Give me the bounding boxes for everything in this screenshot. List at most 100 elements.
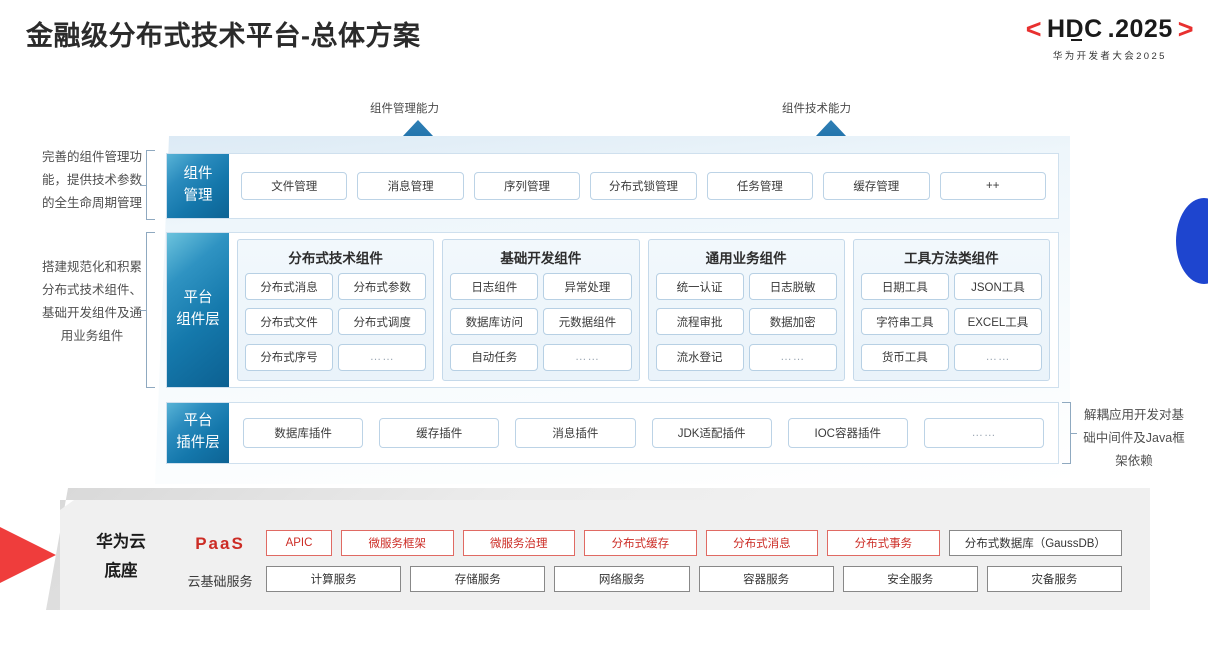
- layer-tag-platform-component: 平台 组件层: [167, 233, 229, 387]
- layer-body-platform-plugin: 数据库插件 缓存插件 消息插件 JDK适配插件 IOC容器插件 ……: [229, 403, 1058, 463]
- cloud-services-row: 计算服务 存储服务 网络服务 容器服务 安全服务 灾备服务: [266, 566, 1123, 592]
- chip-database-plugin[interactable]: 数据库插件: [243, 418, 364, 448]
- group-basic-development: 基础开发组件 日志组件 异常处理 数据库访问 元数据组件 自动任务 ……: [442, 239, 640, 381]
- chip-metadata-component[interactable]: 元数据组件: [543, 308, 632, 336]
- bchip-distributed-cache[interactable]: 分布式缓存: [584, 530, 697, 556]
- base-title-line-1: 华为云: [96, 533, 146, 551]
- chip-more[interactable]: ……: [338, 343, 427, 371]
- layer-body-platform-component: 分布式技术组件 分布式消息 分布式参数 分布式文件 分布式调度 分布式序号 ………: [229, 233, 1058, 387]
- layer-platform-plugin: 平台 插件层 数据库插件 缓存插件 消息插件 JDK适配插件 IOC容器插件 ……: [166, 402, 1059, 464]
- chip-cache-plugin[interactable]: 缓存插件: [379, 418, 500, 448]
- chip-message-plugin[interactable]: 消息插件: [515, 418, 636, 448]
- hdc-bracket-left-icon: <: [1025, 14, 1042, 44]
- chip-more[interactable]: ……: [748, 343, 837, 371]
- arrow-label-component-technology: 组件技术能力: [782, 103, 851, 115]
- hdc-logo-year: .2025: [1107, 15, 1173, 43]
- hdc-logo-main: < HDC .2025 >: [1026, 16, 1194, 43]
- bchip-security-service[interactable]: 安全服务: [842, 566, 978, 592]
- cloud-row-label: 云基础服务: [187, 574, 253, 589]
- blue-circle-decoration-icon: [1176, 198, 1208, 284]
- layer-tag-line-1: 平台: [183, 413, 213, 430]
- chip-string-tool[interactable]: 字符串工具: [860, 308, 949, 336]
- layer-platform-component: 平台 组件层 分布式技术组件 分布式消息 分布式参数 分布式文件 分布式调度 分…: [166, 232, 1059, 388]
- chip-more[interactable]: ……: [543, 343, 632, 371]
- chip-process-approval[interactable]: 流程审批: [655, 308, 744, 336]
- chip-distributed-sequence[interactable]: 分布式序号: [245, 343, 334, 371]
- bracket-plugin-layer: [1062, 402, 1077, 464]
- bchip-storage-service[interactable]: 存储服务: [410, 566, 546, 592]
- chip-distributed-lock-management[interactable]: 分布式锁管理: [590, 172, 697, 200]
- hdc-logo-word: HDC: [1046, 15, 1103, 43]
- bchip-apic[interactable]: APIC: [266, 530, 332, 556]
- group-tool-method: 工具方法类组件 日期工具 JSON工具 字符串工具 EXCEL工具 货币工具 ……: [852, 239, 1050, 381]
- chip-message-management[interactable]: 消息管理: [357, 172, 464, 200]
- layer-component-management: 组件 管理 文件管理 消息管理 序列管理 分布式锁管理 任务管理 缓存管理 ++: [166, 153, 1059, 219]
- chip-cache-management[interactable]: 缓存管理: [823, 172, 930, 200]
- group-grid-tool-method: 日期工具 JSON工具 字符串工具 EXCEL工具 货币工具 ……: [860, 273, 1042, 374]
- chip-task-management[interactable]: 任务管理: [706, 172, 814, 200]
- group-distributed-tech: 分布式技术组件 分布式消息 分布式参数 分布式文件 分布式调度 分布式序号 ……: [237, 239, 435, 381]
- side-description-plugin-layer: 解耦应用开发对基础中间件及Java框架依赖: [1083, 408, 1185, 469]
- group-grid-distributed-tech: 分布式消息 分布式参数 分布式文件 分布式调度 分布式序号 ……: [245, 273, 427, 374]
- chip-more[interactable]: ……: [953, 343, 1042, 371]
- layer-tag-component-management: 组件 管理: [167, 154, 229, 218]
- bchip-container-service[interactable]: 容器服务: [698, 566, 834, 592]
- chip-database-access[interactable]: 数据库访问: [450, 308, 539, 336]
- layer-tag-line-2: 插件层: [176, 435, 220, 451]
- red-wedge-decoration-icon: [0, 508, 56, 602]
- chip-excel-tool[interactable]: EXCEL工具: [953, 308, 1042, 336]
- chip-ioc-container-plugin[interactable]: IOC容器插件: [787, 418, 908, 448]
- bchip-distributed-transaction[interactable]: 分布式事务: [827, 530, 940, 556]
- bchip-distributed-database-gaussdb[interactable]: 分布式数据库（GaussDB）: [948, 530, 1122, 556]
- chip-distributed-parameter[interactable]: 分布式参数: [338, 273, 427, 300]
- chip-sequence-management[interactable]: 序列管理: [473, 172, 581, 200]
- hdc-logo-subtitle: 华为开发者大会2025: [1052, 51, 1167, 62]
- side-description-platform-layer: 搭建规范化和积累分布式技术组件、基础开发组件及通用业务组件: [41, 260, 142, 344]
- chip-distributed-file[interactable]: 分布式文件: [245, 308, 334, 336]
- hdc-bracket-right-icon: >: [1177, 14, 1194, 44]
- chip-distributed-schedule[interactable]: 分布式调度: [338, 308, 427, 336]
- chip-jdk-adapter-plugin[interactable]: JDK适配插件: [651, 418, 772, 448]
- side-description-component-management: 完善的组件管理功能，提供技术参数的全生命周期管理: [41, 150, 142, 211]
- base-title-line-2: 底座: [104, 561, 138, 580]
- layer-tag-platform-plugin: 平台 插件层: [167, 403, 229, 463]
- layer-tag-line-2: 组件层: [176, 312, 220, 328]
- arrow-label-component-management: 组件管理能力: [370, 103, 439, 115]
- layer-body-component-management: 文件管理 消息管理 序列管理 分布式锁管理 任务管理 缓存管理 ++: [229, 154, 1058, 218]
- group-general-business: 通用业务组件 统一认证 日志脱敏 流程审批 数据加密 流水登记 ……: [647, 239, 845, 381]
- chip-data-encryption[interactable]: 数据加密: [748, 308, 837, 336]
- bchip-network-service[interactable]: 网络服务: [554, 566, 690, 592]
- bchip-distributed-message[interactable]: 分布式消息: [705, 530, 819, 556]
- bchip-microservice-framework[interactable]: 微服务框架: [341, 530, 454, 556]
- chip-more[interactable]: ++: [939, 172, 1046, 200]
- page-title: 金融级分布式技术平台-总体方案: [26, 21, 421, 51]
- base-title: 华为云 底座: [78, 528, 164, 586]
- group-grid-general-business: 统一认证 日志脱敏 流程审批 数据加密 流水登记 ……: [655, 273, 837, 374]
- bracket-component-management: [140, 150, 155, 220]
- bracket-platform-layer: [140, 232, 155, 388]
- bchip-microservice-governance[interactable]: 微服务治理: [462, 530, 576, 556]
- chip-unified-authentication[interactable]: 统一认证: [655, 273, 744, 300]
- group-title-basic-development: 基础开发组件: [500, 251, 582, 266]
- bchip-disaster-recovery-service[interactable]: 灾备服务: [986, 566, 1123, 592]
- layer-tag-line-1: 组件: [183, 166, 213, 183]
- chip-auto-task[interactable]: 自动任务: [450, 343, 539, 371]
- chip-json-tool[interactable]: JSON工具: [953, 273, 1042, 300]
- paas-row-label: PaaS: [195, 534, 245, 553]
- chip-exception-handling[interactable]: 异常处理: [543, 273, 632, 300]
- chip-file-management[interactable]: 文件管理: [241, 172, 348, 200]
- group-grid-basic-development: 日志组件 异常处理 数据库访问 元数据组件 自动任务 ……: [450, 273, 632, 374]
- paas-services-row: APIC 微服务框架 微服务治理 分布式缓存 分布式消息 分布式事务 分布式数据…: [266, 530, 1122, 556]
- hdc-logo: < HDC .2025 > 华为开发者大会2025: [1026, 16, 1194, 63]
- chip-currency-tool[interactable]: 货币工具: [860, 343, 949, 371]
- chip-log-component[interactable]: 日志组件: [450, 273, 539, 300]
- chip-transaction-record[interactable]: 流水登记: [655, 343, 744, 371]
- chip-distributed-message[interactable]: 分布式消息: [245, 273, 334, 300]
- bchip-compute-service[interactable]: 计算服务: [266, 566, 402, 592]
- layer-tag-line-1: 平台: [183, 290, 213, 307]
- chip-log-desensitization[interactable]: 日志脱敏: [748, 273, 837, 300]
- chip-more[interactable]: ……: [923, 418, 1045, 448]
- chip-date-tool[interactable]: 日期工具: [860, 273, 949, 300]
- group-title-distributed-tech: 分布式技术组件: [288, 251, 383, 266]
